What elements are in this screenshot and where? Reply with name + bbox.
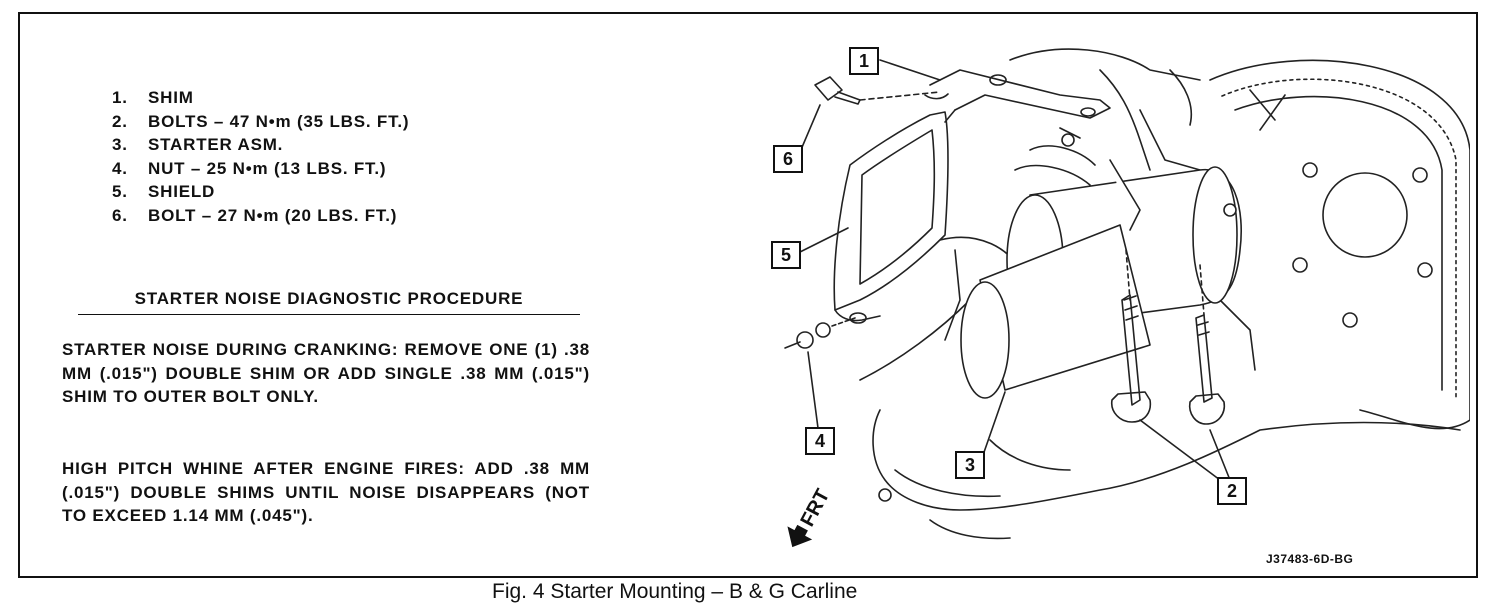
- procedure-paragraph-whine: HIGH PITCH WHINE AFTER ENGINE FIRES: ADD…: [62, 459, 590, 525]
- legend-item-text: BOLTS – 47 N•m (35 LBS. FT.): [148, 111, 410, 131]
- procedure-title: STARTER NOISE DIAGNOSTIC PROCEDURE: [134, 289, 524, 308]
- figure-frame: [18, 12, 1478, 578]
- legend-item-number: 1.: [112, 88, 128, 107]
- legend-item: 3. STARTER ASM.: [112, 133, 409, 157]
- parts-legend: 1. SHIM 2. BOLTS – 47 N•m (35 LBS. FT.) 3.…: [112, 86, 409, 227]
- legend-item-number: 6.: [112, 205, 128, 225]
- nut-4: [784, 317, 856, 349]
- legend-item-text: SHIELD: [148, 182, 216, 201]
- flywheel: [1209, 59, 1470, 430]
- figure-caption: Fig. 4 Starter Mounting – B & G Carline: [492, 580, 858, 603]
- legend-item-number: 5.: [112, 182, 128, 201]
- callout-box-2: [1217, 477, 1247, 505]
- legend-item: 5. SHIELD: [112, 180, 409, 204]
- callout-label-5: 5: [781, 245, 791, 265]
- legend-item-number: 2.: [112, 111, 128, 131]
- legend-item: 4. NUT – 25 N•m (13 LBS. FT.): [112, 157, 409, 181]
- bolt-6: [814, 76, 1081, 147]
- engine-block: [859, 48, 1461, 540]
- procedure-paragraph-cranking: STARTER NOISE DURING CRANKING: REMOVE ON…: [62, 340, 590, 406]
- legend-item-text: BOLT – 27 N•m (20 LBS. FT.): [148, 205, 398, 225]
- legend-item: 2. BOLTS – 47 N•m (35 LBS. FT.): [112, 110, 409, 134]
- callout-box-6: [773, 145, 803, 173]
- starter-mounting-illustration: 1 6 5 4 3 2 FRT: [771, 47, 1470, 548]
- starter-assembly: [960, 145, 1243, 399]
- callout-box-4: [805, 427, 835, 455]
- legend-item-number: 3.: [112, 135, 128, 154]
- procedure-title-underline: [78, 314, 580, 315]
- legend-item-text: NUT – 25 N•m (13 LBS. FT.): [148, 158, 387, 178]
- callout-label-2: 2: [1227, 481, 1237, 501]
- legend-item: 6. BOLT – 27 N•m (20 LBS. FT.): [112, 204, 409, 228]
- callout-label-4: 4: [815, 431, 825, 451]
- callout-label-3: 3: [965, 455, 975, 475]
- callout-label-1: 1: [859, 51, 869, 71]
- legend-item-number: 4.: [112, 158, 128, 178]
- legend-item-text: SHIM: [148, 88, 194, 107]
- shim: [924, 69, 1111, 123]
- shield: [833, 111, 949, 324]
- figure-code: J37483-6D-BG: [1266, 552, 1354, 566]
- callout-label-6: 6: [783, 149, 793, 169]
- front-arrow: FRT: [787, 486, 835, 548]
- callout-box-1: [849, 47, 879, 75]
- bolts-2: [1110, 249, 1226, 425]
- front-label: FRT: [797, 486, 835, 531]
- leader-lines: [799, 59, 1231, 481]
- callout-box-5: [771, 241, 801, 269]
- legend-item: 1. SHIM: [112, 86, 409, 110]
- front-arrow-icon: [787, 524, 813, 548]
- callout-box-3: [955, 451, 985, 479]
- legend-item-text: STARTER ASM.: [148, 135, 284, 154]
